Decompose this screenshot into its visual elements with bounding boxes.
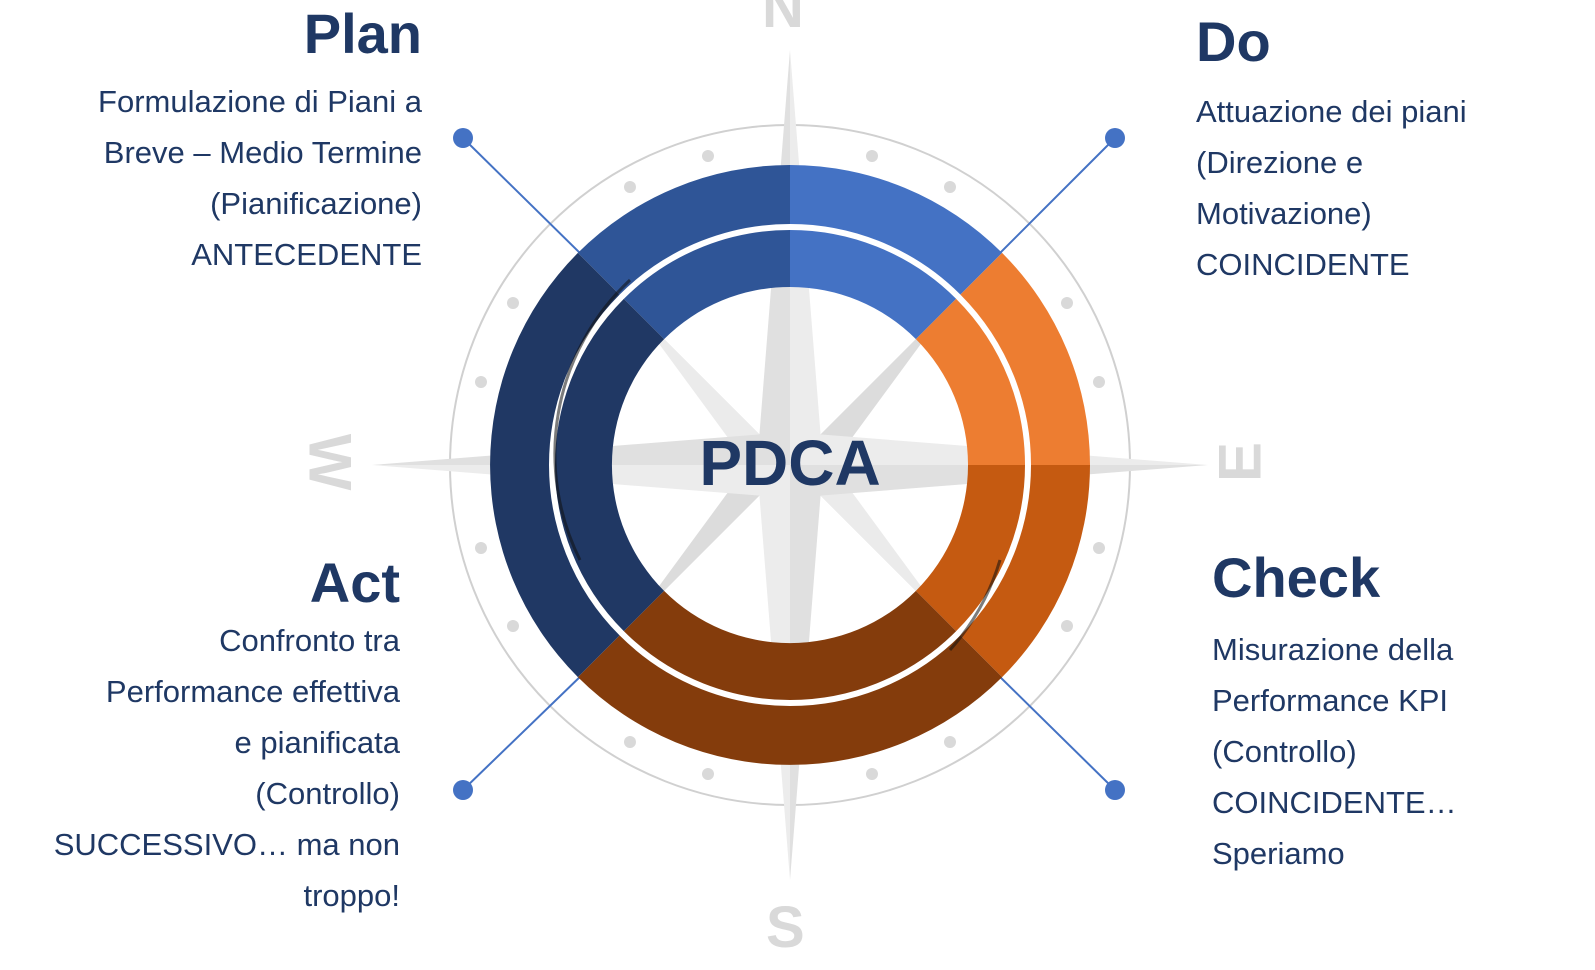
check-line: Speriamo: [1212, 836, 1345, 871]
plan-line: Breve – Medio Termine: [103, 135, 422, 170]
act-line: Performance effettiva: [105, 674, 400, 709]
check-description: Misurazione della Performance KPI (Contr…: [1212, 624, 1457, 879]
check-block: Check Misurazione della Performance KPI …: [1212, 548, 1457, 879]
check-line: Misurazione della: [1212, 632, 1454, 667]
plan-connector: [462, 137, 586, 259]
plan-line: (Pianificazione): [210, 186, 422, 221]
do-line: Attuazione dei piani: [1196, 94, 1467, 129]
ring-segment-bottom: [577, 590, 1003, 765]
plan-line: ANTECEDENTE: [191, 237, 422, 272]
act-title: Act: [309, 551, 400, 614]
do-line: (Direzione e: [1196, 145, 1364, 180]
center-pdca-label: PDCA: [699, 427, 881, 499]
check-line: (Controllo): [1212, 734, 1357, 769]
check-line: Performance KPI: [1212, 683, 1449, 718]
plan-dot: [453, 128, 473, 148]
compass-west-letter: W: [297, 434, 364, 491]
do-connector: [994, 137, 1116, 259]
compass-north-letter: N: [762, 0, 804, 40]
act-line: (Controllo): [255, 776, 400, 811]
act-line: troppo!: [303, 878, 400, 913]
check-line: COINCIDENTE…: [1212, 785, 1457, 820]
check-connector: [994, 671, 1116, 791]
act-block: Act Confronto tra Performance effettiva …: [54, 553, 400, 921]
do-description: Attuazione dei piani (Direzione e Motiva…: [1196, 86, 1467, 290]
do-dot: [1105, 128, 1125, 148]
act-connector: [462, 671, 586, 791]
compass-dots: [475, 150, 1105, 780]
ring-shadow-left: [553, 278, 632, 561]
ring-separator: [549, 224, 1031, 706]
do-line: COINCIDENTE: [1196, 247, 1410, 282]
connector-lines: [462, 137, 1116, 791]
compass-east-letter: E: [1207, 442, 1274, 482]
act-description: Confronto tra Performance effettiva e pi…: [54, 615, 400, 921]
plan-description: Formulazione di Piani a Breve – Medio Te…: [98, 76, 422, 280]
check-dot: [1105, 780, 1125, 800]
do-block: Do Attuazione dei piani (Direzione e Mot…: [1196, 12, 1467, 290]
act-dot: [453, 780, 473, 800]
plan-block: Plan Formulazione di Piani a Breve – Med…: [98, 4, 422, 280]
do-line: Motivazione): [1196, 196, 1372, 231]
compass-south-letter: S: [766, 895, 805, 960]
do-title: Do: [1196, 10, 1271, 73]
act-line: e pianificata: [234, 725, 400, 760]
check-title: Check: [1212, 546, 1381, 609]
ring-shadow-right: [948, 559, 1002, 651]
ring-segment-act: [490, 252, 665, 678]
plan-line: Formulazione di Piani a: [98, 84, 422, 119]
plan-title: Plan: [303, 2, 422, 65]
act-line: SUCCESSIVO… ma non: [53, 827, 400, 862]
act-line: Confronto tra: [219, 623, 400, 658]
connector-dots: [453, 128, 1125, 800]
